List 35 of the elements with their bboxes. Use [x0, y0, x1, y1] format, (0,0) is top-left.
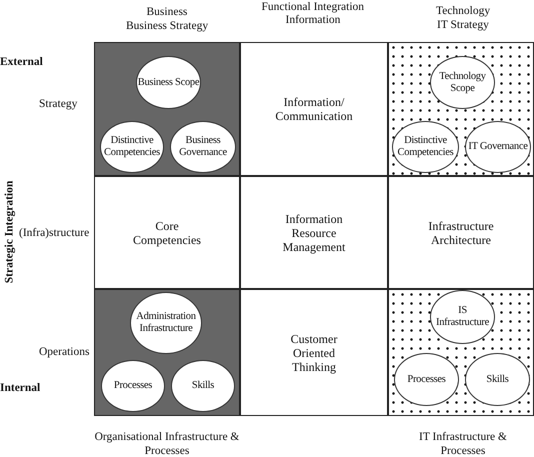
row-label: (Infra)structure — [19, 226, 90, 240]
shaded-cell — [94, 289, 240, 416]
row-label: Functional Integration — [262, 0, 364, 14]
axis-label: Strategic Integration — [2, 180, 16, 284]
grid-cell: Information Resource Management — [240, 176, 388, 289]
ellipse: Distinctive Competencies — [392, 121, 459, 173]
ellipse: Business Scope — [136, 56, 201, 109]
ellipse: Processes — [101, 360, 165, 412]
grid-cell: Information/ Communication — [240, 42, 388, 176]
row-label: Operations — [39, 345, 90, 359]
axis-label: Internal — [0, 381, 40, 395]
row-label: Strategy — [39, 97, 78, 111]
ellipse: Distinctive Competencies — [100, 121, 164, 173]
row-label: Business — [146, 5, 188, 19]
row-label: IT Strategy — [437, 18, 489, 32]
ellipse: Administration Infrastructure — [130, 292, 202, 354]
row-label: Organisational Infrastructure & Processes — [94, 430, 240, 457]
row-label: Business Strategy — [126, 19, 208, 33]
shaded-cell — [94, 42, 240, 176]
ellipse: Skills — [171, 360, 235, 412]
ellipse: Skills — [465, 353, 530, 406]
row-label: Technology — [436, 4, 490, 18]
grid-cell: Infrastructure Architecture — [388, 176, 534, 289]
axis-label: External — [0, 55, 43, 69]
grid-cell: Customer Oriented Thinking — [240, 289, 388, 416]
dotted-cell — [388, 42, 534, 176]
row-label: IT Infrastructure & Processes — [418, 430, 508, 457]
ellipse: IS Infrastructure — [430, 290, 495, 344]
grid-cell: Core Competencies — [94, 176, 240, 289]
ellipse: Processes — [394, 353, 459, 406]
ellipse: Business Governance — [170, 121, 236, 173]
row-label: Information — [286, 13, 340, 27]
ellipse: IT Governance — [465, 121, 531, 173]
dotted-cell — [388, 289, 534, 416]
ellipse: Technology Scope — [430, 56, 495, 109]
